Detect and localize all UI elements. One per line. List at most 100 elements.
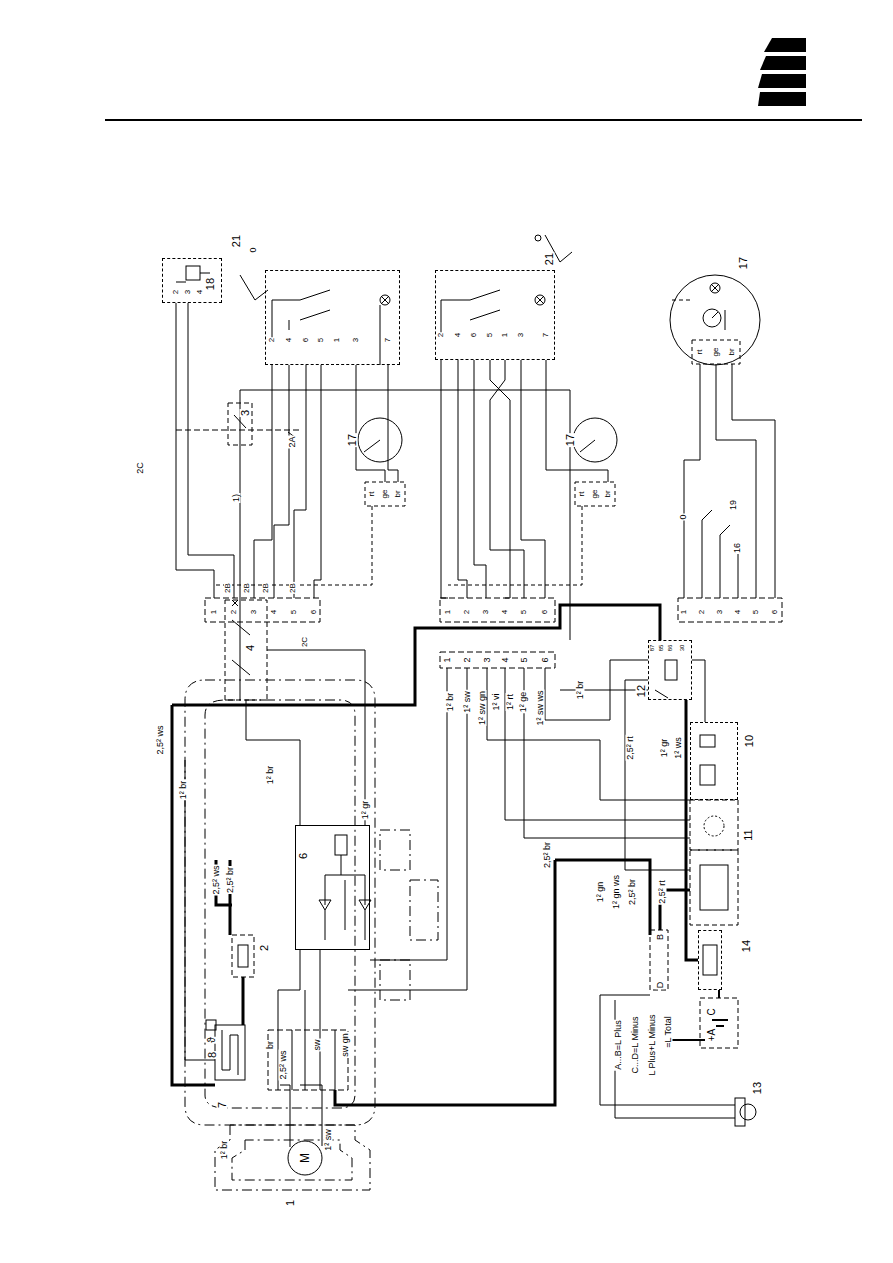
pin-number: 2 [259,944,270,952]
pin-number: 4 [285,337,293,343]
wire-label: 1² ws [674,736,683,760]
pin-number: 3 [352,337,360,343]
pin-number: 7 [217,1101,228,1109]
wire-label: 1² gr [660,738,669,759]
pin-number: 5 [486,332,494,338]
pin-number: 1 [285,1199,296,1207]
pin-number: 6 [771,609,779,615]
wire-label: br [394,489,402,498]
wire-label: 2B [224,582,232,594]
wire-label: C [707,1007,717,1016]
pin-number: 1 [333,337,341,343]
wire-label: =L Total [664,1015,673,1048]
callout-number: 21 [544,252,555,266]
pin-number: 6 [541,656,550,663]
pin-number: 3 [483,656,492,663]
wire-label: 2,5² rt [658,879,667,905]
callout-number: 21 [231,234,242,248]
wire-label: 2B [262,582,270,594]
pin-number: 1 [501,332,509,338]
pin-number: 3 [517,332,525,338]
pin-number: 6 [541,609,549,615]
wire-label: sw gn [341,1032,350,1058]
pin-number: 3 [716,609,724,615]
wire-label: 1² sw [463,690,472,714]
pin-number: 5 [290,609,298,615]
pin-number: 86 [667,644,673,653]
wire-label: 1² rt [506,693,515,711]
pin-number: 2 [463,656,472,663]
pin-number: 2 [698,609,706,615]
pin-number: 3 [250,609,258,615]
pin-number: 0 [249,246,258,253]
component-box: 21 [265,270,400,365]
wire-label: 1² br [220,1140,229,1161]
wire-label: 1² br [576,680,585,701]
pin-number: 5 [752,609,760,615]
wire-label: 2,5² ws [156,724,165,755]
component-box: 10 [690,722,738,800]
pin-number: 6 [470,332,478,338]
wire-label: sw [313,1039,322,1052]
pin-number: 6 [302,337,310,343]
pin-number: 4 [734,609,742,615]
wire-label: M [299,1152,311,1164]
component-box: 18 [162,258,222,303]
wire-label: rt [696,349,704,356]
pin-number: 17 [738,256,749,270]
pin-number: 17 [565,433,576,447]
wire-label: 1² gr [361,800,370,821]
wire-label: 1² sw [324,1128,333,1152]
wire-label: 2,5² ws [212,864,221,895]
wire-label: 1² sw gn [478,690,487,726]
pin-number: 16 [733,542,742,554]
wire-label: 1² sw ws [536,689,545,726]
pin-number: 6 [310,609,318,615]
pin-number: 11 [743,828,754,841]
pin-number: 4 [454,332,462,338]
wire-label: 1) [232,493,241,503]
pin-number: 5 [317,337,325,343]
pin-number: 4 [270,609,278,615]
wire-label: 1² vi [492,692,501,711]
pin-number: 2 [268,337,276,343]
pin-number: 4 [245,644,256,652]
wire-label: rt [578,491,586,498]
pin-number: 17 [347,433,358,447]
pin-number: 1 [444,609,452,615]
pin-number: 3 [482,609,490,615]
wire-label: 2B [289,582,297,594]
pin-number: 7 [542,332,550,338]
callout-number: 18 [205,277,216,291]
wire-label: 2,5² br [628,878,637,906]
pin-number: 85 [658,644,664,653]
pin-number: 1 [680,609,688,615]
callout-number: 10 [744,734,755,748]
wire-label: 2A [288,435,297,448]
pin-number: 5 [520,656,529,663]
pin-number: 2 [463,609,471,615]
pin-number: 13 [752,1081,763,1095]
pin-number: 87 [649,644,655,653]
wire-label: br [604,489,612,498]
pin-number: 2 [230,609,238,615]
wire-label: 1² gn ws [612,874,621,910]
pin-number: 30 [679,644,685,653]
pin-number: 19 [729,499,738,511]
pin-number: 1 [443,656,452,663]
wire-label: C...D=L Minus [631,1016,640,1075]
wire-label: ge [381,489,389,500]
pin-number: 8 [207,1051,218,1059]
callout-number: 12 [636,684,647,698]
pin-number: 2 [437,332,445,338]
wire-label: 2C [136,461,145,475]
component-box: 21 [435,270,555,360]
component-box: 14 [698,930,722,990]
wire-label: 2,5² ws [279,1049,288,1080]
pin-number: 3 [184,289,192,295]
pin-number: 7 [384,337,392,343]
wire-label: A...B=L Plus [614,1019,623,1070]
wire-label: 2C [301,636,309,648]
